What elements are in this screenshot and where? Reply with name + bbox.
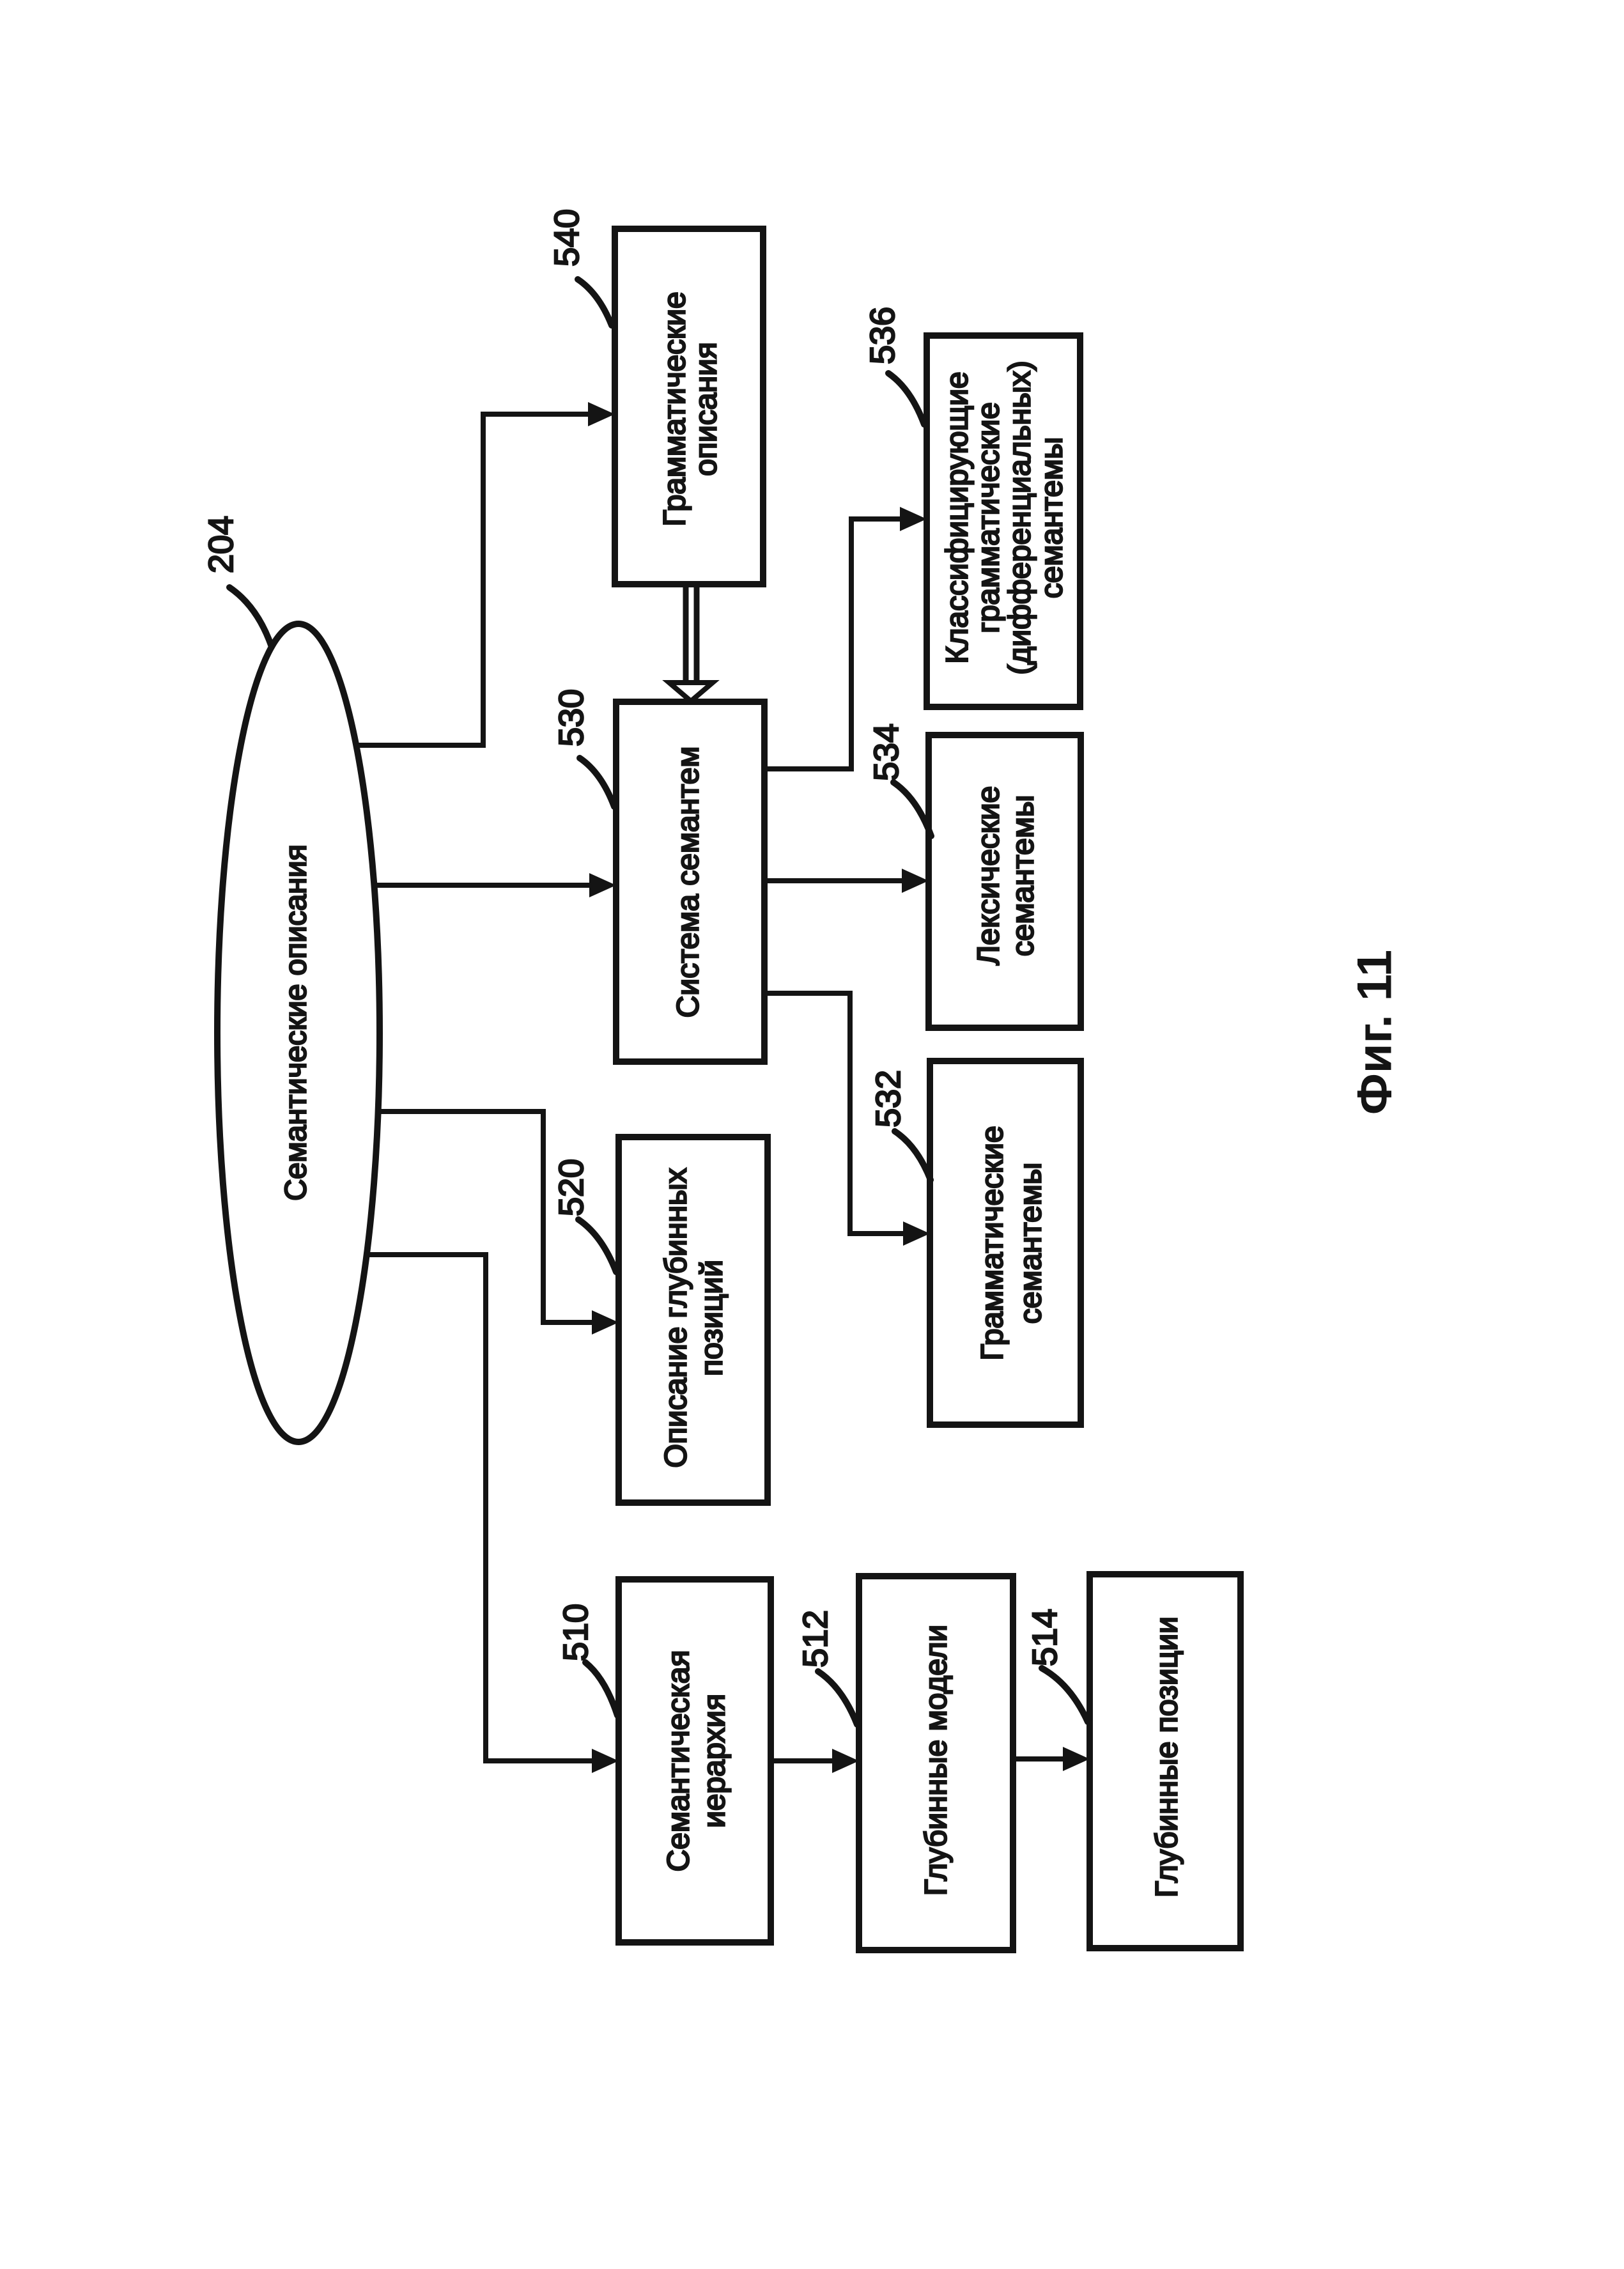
svg-text:Лексические: Лексические xyxy=(972,786,1006,966)
svg-text:семантемы: семантемы xyxy=(1035,437,1069,599)
svg-text:описания: описания xyxy=(690,342,723,476)
svg-text:530: 530 xyxy=(552,689,591,747)
svg-text:534: 534 xyxy=(867,724,906,781)
svg-text:520: 520 xyxy=(552,1159,591,1216)
svg-text:иерархия: иерархия xyxy=(698,1694,732,1828)
svg-text:Система семантем: Система семантем xyxy=(672,747,706,1018)
svg-text:семантемы: семантемы xyxy=(1007,795,1040,957)
svg-text:Семантическая: Семантическая xyxy=(662,1650,696,1872)
svg-text:(дифференциальных): (дифференциальных) xyxy=(1003,360,1037,674)
svg-text:510: 510 xyxy=(557,1604,595,1661)
svg-text:семантемы: семантемы xyxy=(1014,1163,1048,1324)
svg-text:Глубинные позиции: Глубинные позиции xyxy=(1150,1616,1184,1898)
svg-text:грамматические: грамматические xyxy=(972,402,1006,633)
svg-text:532: 532 xyxy=(869,1070,908,1127)
svg-text:Описание глубинных: Описание глубинных xyxy=(660,1168,693,1467)
svg-text:Классифицирующие: Классифицирующие xyxy=(941,371,975,663)
svg-text:512: 512 xyxy=(796,1610,835,1668)
svg-text:540: 540 xyxy=(548,209,586,267)
svg-text:514: 514 xyxy=(1026,1609,1064,1666)
svg-text:Семантические описания: Семантические описания xyxy=(279,844,313,1201)
svg-text:Грамматические: Грамматические xyxy=(658,291,692,526)
svg-text:Грамматические: Грамматические xyxy=(976,1126,1010,1360)
svg-text:204: 204 xyxy=(202,516,240,573)
svg-text:Глубинные модели: Глубинные модели xyxy=(920,1625,954,1896)
svg-text:Фиг. 11: Фиг. 11 xyxy=(1348,950,1402,1115)
svg-text:536: 536 xyxy=(863,307,902,364)
svg-text:позиций: позиций xyxy=(695,1260,729,1376)
